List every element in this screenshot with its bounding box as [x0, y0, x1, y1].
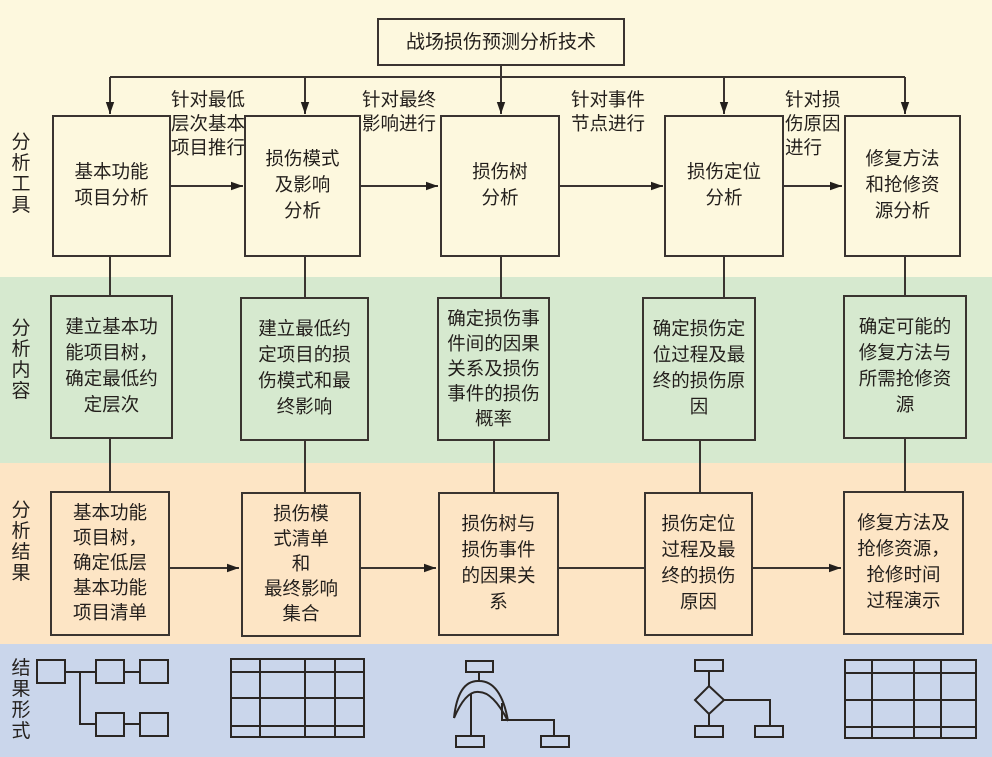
tool-box-damage-location: 损伤定位 分析: [664, 115, 784, 257]
result-box-4: 损伤定位 过程及最 终的损伤 原因: [644, 492, 753, 636]
result-box-2: 损伤模 式清单 和 最终影响 集合: [241, 492, 361, 637]
row-label-tools: 分析工具: [11, 131, 31, 216]
tool-text: 基本功能 项目分析: [74, 162, 149, 209]
tool-box-fmea: 损伤模式 及影响 分析: [244, 115, 361, 257]
content-text: 确定可能的 修复方法与 所需抢修资 源: [858, 317, 952, 416]
content-box-3: 确定损伤事 件间的因果 关系及损伤 事件的损伤 概率: [437, 297, 550, 441]
band-result-forms: [0, 644, 992, 757]
edge-label-2: 针对最终 影响进行: [362, 90, 437, 135]
tool-text: 损伤定位 分析: [686, 162, 761, 209]
content-text: 建立基本功 能项目树， 确定最低约 定层次: [65, 317, 158, 416]
content-box-4: 确定损伤定 位过程及最 终的损伤原 因: [642, 297, 756, 441]
content-box-5: 确定可能的 修复方法与 所需抢修资 源: [843, 295, 967, 439]
edge-label-1: 针对最低 层次基本 项目推行: [171, 90, 246, 159]
result-text: 修复方法及 抢修资源， 抢修时间 过程演示: [857, 513, 950, 612]
title-box: 战场损伤预测分析技术: [377, 18, 625, 66]
row-label-results: 分析结果: [11, 499, 31, 584]
result-text: 损伤模 式清单 和 最终影响 集合: [263, 504, 338, 625]
result-text: 损伤定位 过程及最 终的损伤 原因: [661, 514, 736, 613]
tool-text: 修复方法 和抢修资 源分析: [865, 149, 940, 222]
title-text: 战场损伤预测分析技术: [405, 31, 596, 53]
content-text: 确定损伤事 件间的因果 关系及损伤 事件的损伤 概率: [447, 308, 540, 430]
tool-box-damage-tree: 损伤树 分析: [440, 115, 560, 257]
content-box-2: 建立最低约 定项目的损 伤模式和最 终影响: [240, 297, 369, 441]
tool-box-repair-methods: 修复方法 和抢修资 源分析: [844, 115, 961, 257]
edge-label-4: 针对损 伤原因 进行: [785, 90, 841, 159]
result-text: 损伤树与 损伤事件 的因果关 系: [461, 514, 536, 613]
content-box-1: 建立基本功 能项目树， 确定最低约 定层次: [50, 295, 173, 439]
result-box-5: 修复方法及 抢修资源， 抢修时间 过程演示: [843, 491, 964, 635]
row-label-forms: 结果形式: [11, 657, 31, 742]
result-text: 基本功能 项目树， 确定低层 基本功能 项目清单: [72, 503, 147, 624]
content-text: 确定损伤定 位过程及最 终的损伤原 因: [652, 319, 746, 418]
result-box-3: 损伤树与 损伤事件 的因果关 系: [438, 492, 559, 636]
tool-text: 损伤树 分析: [472, 162, 528, 209]
result-box-1: 基本功能 项目树， 确定低层 基本功能 项目清单: [50, 491, 170, 636]
tool-box-basic-function: 基本功能 项目分析: [52, 115, 171, 257]
tool-text: 损伤模式 及影响 分析: [265, 149, 340, 222]
row-label-content: 分析内容: [11, 317, 31, 402]
content-text: 建立最低约 定项目的损 伤模式和最 终影响: [258, 319, 351, 418]
edge-label-3: 针对事件 节点进行: [571, 90, 646, 135]
